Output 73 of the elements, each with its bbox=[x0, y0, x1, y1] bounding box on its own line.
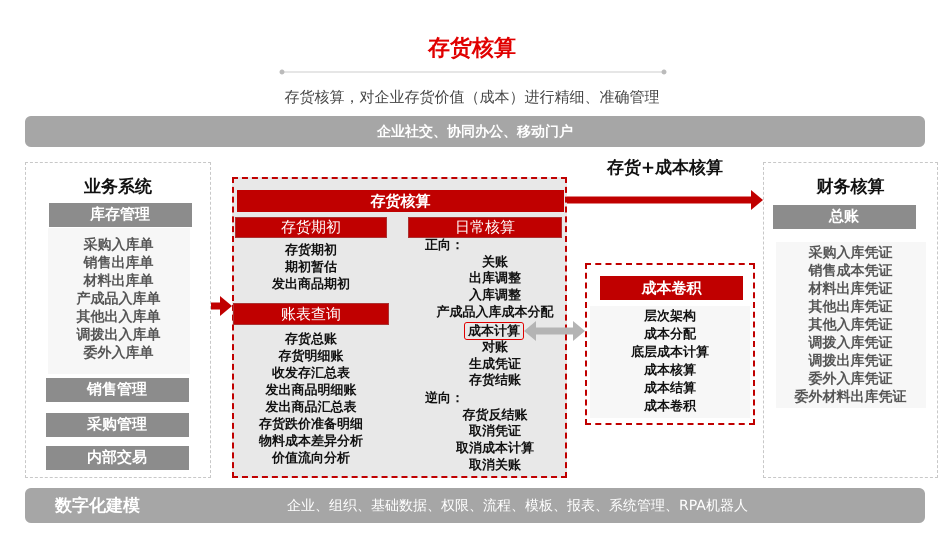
item-list-panel bbox=[48, 228, 190, 374]
section-header-bar: 销售管理 bbox=[46, 378, 188, 402]
list-item: 成本卷积 bbox=[642, 398, 698, 416]
section-header-bar: 采购管理 bbox=[46, 412, 188, 436]
list-item: 对账 bbox=[480, 340, 509, 357]
list-item: 采购入库凭证 bbox=[808, 244, 894, 262]
list-item: 存货反结账 bbox=[461, 408, 528, 424]
banner-bar bbox=[25, 488, 925, 523]
list-item: 收发存汇总表 bbox=[271, 365, 351, 382]
section-header-bar: 日常核算 bbox=[408, 217, 562, 238]
list-item: 存货期初 bbox=[284, 242, 338, 259]
panel-heading: 业务系统 bbox=[83, 176, 153, 199]
list-heading: 逆向： bbox=[425, 391, 465, 408]
highlight-box: 成本计算 bbox=[464, 322, 524, 340]
section-header-bar: 总账 bbox=[772, 204, 916, 228]
banner-text: 企业、组织、基础数据、权限、流程、模板、报表、系统管理、RPA机器人 bbox=[287, 497, 748, 516]
list-item: 取消凭证 bbox=[468, 424, 522, 441]
dashed-panel bbox=[25, 162, 211, 478]
list-item: 存货明细账 bbox=[277, 348, 344, 365]
list-item: 期初暂估 bbox=[284, 259, 338, 276]
list-item: 存货总账 bbox=[284, 331, 338, 348]
dashed-panel bbox=[232, 177, 567, 478]
list-item: 成本结算 bbox=[642, 380, 697, 398]
list-item: 取消关账 bbox=[468, 458, 522, 475]
title: 存货核算 bbox=[426, 35, 517, 63]
section-header-bar: 存货期初 bbox=[235, 217, 387, 238]
list-item: 委外入库单 bbox=[82, 344, 154, 362]
list-item: 关账 bbox=[480, 254, 509, 270]
list-item: 产成品入库成本分配 bbox=[436, 304, 555, 322]
dashed-panel bbox=[585, 263, 755, 425]
banner-bar: 企业社交、协同办公、移动门户 bbox=[25, 116, 925, 147]
list-item: 委外材料出库凭证 bbox=[794, 388, 908, 406]
dashed-panel bbox=[763, 162, 938, 478]
list-item: 存货跌价准备明细 bbox=[258, 416, 364, 433]
list-item: 调拨出库凭证 bbox=[807, 352, 894, 370]
list-item: 成本核算 bbox=[642, 362, 697, 380]
list-item: 调拨出入库单 bbox=[75, 326, 162, 344]
list-heading: 正向： bbox=[425, 238, 465, 255]
section-header-bar: 账表查询 bbox=[233, 303, 389, 325]
list-item: 销售出库单 bbox=[82, 254, 154, 272]
list-item: 其他入库凭证 bbox=[808, 316, 894, 334]
list-item: 材料出库单 bbox=[82, 272, 154, 290]
list-item: 层次架构 bbox=[642, 308, 697, 326]
list-item: 其他出库凭证 bbox=[808, 298, 894, 316]
list-item: 发出商品汇总表 bbox=[264, 399, 358, 416]
list-item: 委外入库凭证 bbox=[808, 370, 894, 388]
list-item: 取消成本计算 bbox=[454, 441, 535, 458]
header-bar: 成本卷积 bbox=[600, 276, 743, 300]
list-item: 销售成本凭证 bbox=[807, 262, 894, 280]
list-item: 底层成本计算 bbox=[630, 344, 710, 362]
list-item: 存货结账 bbox=[468, 373, 522, 390]
list-item: 采购入库单 bbox=[82, 236, 154, 254]
list-item: 入库调整 bbox=[468, 288, 522, 304]
arrow bbox=[211, 296, 232, 316]
list-item: 产成品入库单 bbox=[76, 290, 162, 308]
list-item: 物料成本差异分析 bbox=[258, 433, 364, 450]
arrow bbox=[567, 190, 763, 210]
arrow bbox=[524, 321, 585, 341]
list-item: 价值流向分析 bbox=[270, 450, 351, 467]
section-header-bar: 内部交易 bbox=[46, 446, 188, 470]
list-item: 出库调整 bbox=[468, 271, 522, 288]
list-item: 发出商品明细账 bbox=[264, 382, 358, 399]
subtitle: 存货核算，对企业存货价值（成本）进行精细、准确管理 bbox=[284, 87, 660, 108]
list-item: 材料出库凭证 bbox=[807, 280, 894, 298]
list-item: 发出商品期初 bbox=[270, 276, 351, 293]
panel-heading: 财务核算 bbox=[815, 176, 886, 199]
section-header-bar: 库存管理 bbox=[48, 202, 192, 226]
header-bar: 存货核算 bbox=[237, 190, 564, 212]
list-item: 其他出入库单 bbox=[76, 308, 162, 326]
list-item: 成本分配 bbox=[642, 326, 698, 344]
list-item: 生成凭证 bbox=[468, 356, 522, 373]
list-item: 调拨入库凭证 bbox=[807, 334, 894, 352]
banner-heading: 数字化建模 bbox=[55, 495, 140, 518]
